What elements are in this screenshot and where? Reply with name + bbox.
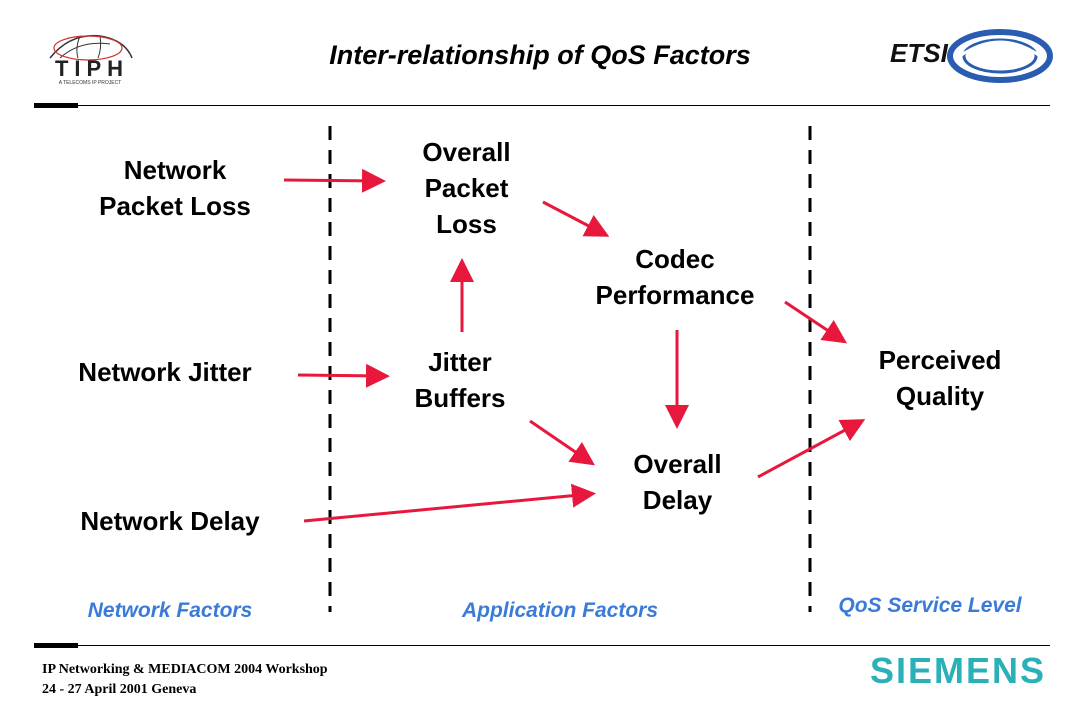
page-title: Inter-relationship of QoS Factors bbox=[329, 40, 751, 70]
footer-rule bbox=[34, 645, 1050, 646]
tiph-logo: TIPH A TELECOMS IP PROJECT bbox=[40, 28, 140, 88]
tiph-logo-tagline: A TELECOMS IP PROJECT bbox=[58, 80, 122, 86]
arrow-overall-delay-to-perceived bbox=[757, 419, 866, 479]
header-rule bbox=[34, 105, 1050, 106]
footer-event-line2: 24 - 27 April 2001 Geneva bbox=[42, 682, 197, 697]
siemens-logo: SIEMENS bbox=[870, 650, 1047, 691]
node-overall-packet-loss: Overall Packet Loss bbox=[422, 137, 511, 239]
tiph-globe-icon bbox=[49, 34, 133, 61]
footer-rule-tab bbox=[34, 643, 78, 648]
arrow-codec-to-perceived bbox=[784, 300, 847, 344]
zone-label-network: Network Factors bbox=[87, 599, 253, 622]
node-overall-delay: Overall Delay bbox=[633, 449, 722, 515]
header-rule-tab bbox=[34, 103, 78, 108]
arrow-buffers-to-overall-delay bbox=[529, 419, 595, 466]
etsi-swirl-icon bbox=[947, 29, 1053, 83]
etsi-logo-text: ETSI bbox=[890, 38, 948, 68]
arrow-delay-to-overall-delay bbox=[303, 483, 596, 523]
arrow-overall-packet-loss-to-codec bbox=[542, 200, 610, 237]
zone-label-service: QoS Service Level bbox=[838, 594, 1022, 617]
arrow-jitter-to-buffers bbox=[297, 363, 390, 388]
node-perceived-quality: Perceived Quality bbox=[878, 345, 1002, 411]
node-codec-performance: Codec Performance bbox=[595, 244, 755, 310]
node-network-packet-loss: Network Packet Loss bbox=[99, 155, 251, 221]
etsi-logo: ETSI bbox=[890, 28, 1054, 84]
zone-label-application: Application Factors bbox=[461, 599, 659, 622]
node-jitter-buffers: Jitter Buffers bbox=[414, 347, 506, 413]
footer-event-line1: IP Networking & MEDIACOM 2004 Workshop bbox=[42, 662, 328, 677]
footer-event: IP Networking & MEDIACOM 2004 Workshop 2… bbox=[42, 660, 328, 700]
tiph-logo-text: TIPH bbox=[54, 56, 130, 81]
arrow-packetloss-to-overall bbox=[283, 168, 386, 193]
node-network-delay: Network Delay bbox=[80, 506, 260, 536]
node-network-jitter: Network Jitter bbox=[78, 357, 252, 387]
